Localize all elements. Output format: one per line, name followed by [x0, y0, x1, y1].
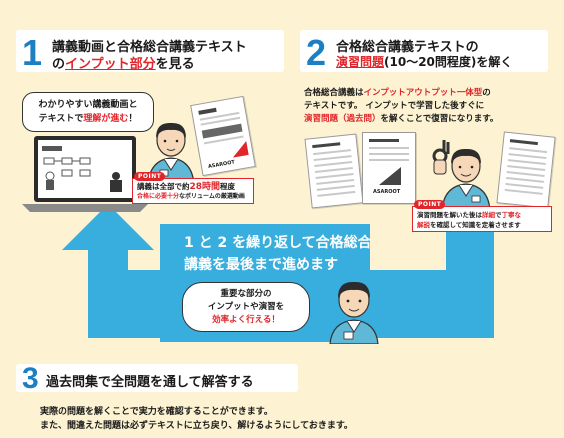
step2-title-line1: 合格総合講義テキストの: [336, 40, 479, 55]
loop-message-line2: 講義を最後まで進めます: [184, 257, 338, 273]
step2-exercise-page-1: [304, 133, 364, 209]
step3-title-card: [16, 364, 298, 392]
step2-desc-line1: 合格総合講義はインプットアウトプット一体型の: [304, 88, 491, 98]
step2-point-box: 演習問題を解いた後は詳細で丁寧な 解説を確認して知識を定着させます: [412, 206, 552, 232]
step3-desc-line2: また、間違えた問題は必ずテキストに立ち戻り、解けるようにしておきます。: [40, 421, 353, 431]
step1-number: 1: [22, 32, 43, 73]
book-logo-icon: [230, 141, 249, 158]
step1-title-card: [16, 30, 284, 72]
step2-desc-line2: テキストです。 インプットで学習した後すぐに: [304, 101, 485, 111]
person-icon: [329, 281, 379, 344]
book-logo-icon: [379, 167, 401, 185]
step2-title-card: [300, 30, 548, 72]
step1-title-line1: 講義動画と合格総合講義テキスト: [52, 40, 247, 55]
step1-point-box: 講義は全部で約28時間程度 合格に必要十分なボリュームの厳選動画: [132, 178, 254, 204]
step1-point-tag: POINT: [134, 172, 166, 181]
person-ok-gesture-icon: [432, 140, 491, 210]
laptop-illustration: [22, 136, 148, 212]
step3-number: 3: [22, 362, 39, 395]
step2-title-line2: 演習問題(10〜20問程度)を解く: [336, 55, 513, 69]
step3-title: 過去問集で全問題を通して解答する: [46, 375, 254, 390]
step2-point-tag: POINT: [414, 200, 446, 209]
loop-message-line1: 1 と 2 を繰り返して合格総合: [184, 235, 372, 251]
step2-number: 2: [306, 32, 327, 73]
step2-exercise-page-2: ASAROOT: [362, 132, 416, 204]
step2-desc-line3: 演習問題（過去問）を解くことで復習になります。: [304, 114, 499, 124]
step1-title-line2: のインプット部分を見る: [52, 57, 195, 72]
loop-speech-bubble: 重要な部分の インプットや演習を 効率よく行える！: [182, 282, 310, 332]
step3-desc-line1: 実際の問題を解くことで実力を確認することができます。: [40, 407, 273, 417]
step1-speech-bubble: わかりやすい講義動画と テキストで理解が進む！: [22, 92, 154, 132]
